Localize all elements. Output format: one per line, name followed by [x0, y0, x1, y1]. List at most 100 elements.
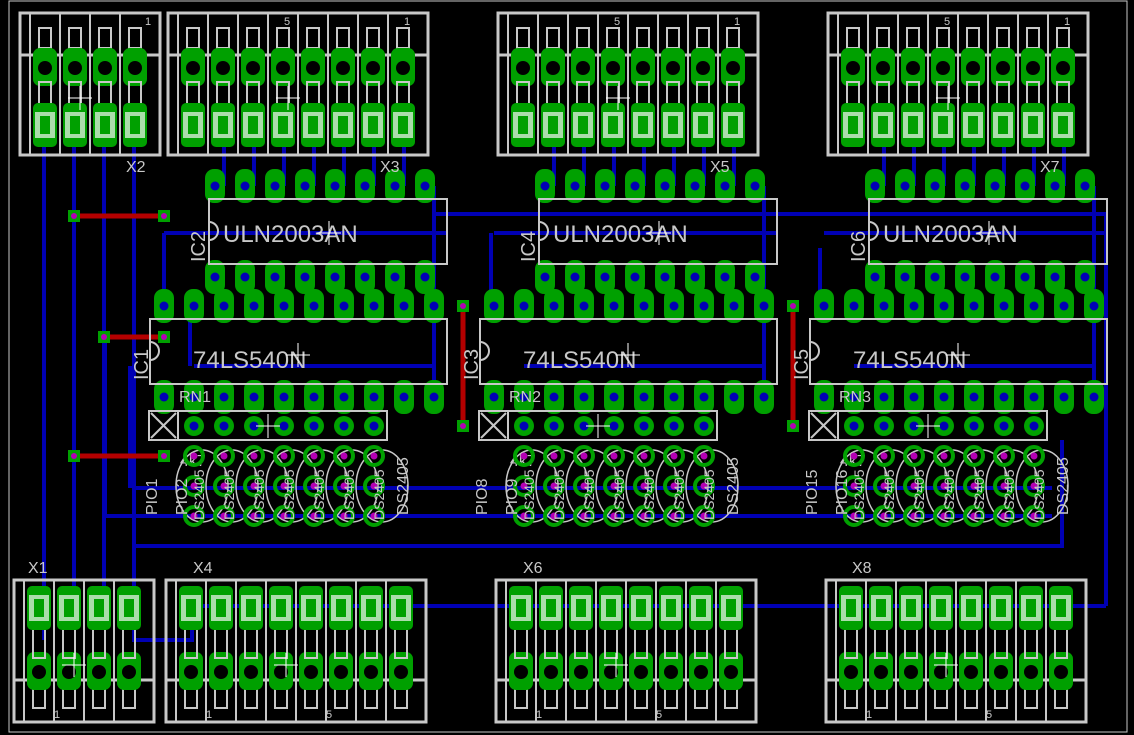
- ic-name-buffer: IC3: [461, 349, 483, 380]
- via: [790, 423, 796, 429]
- sensor-pio-label: PIO1: [144, 478, 161, 515]
- sensor-drill: [670, 482, 678, 490]
- ic-pad-drill: [990, 181, 1000, 191]
- connector-x1: 1: [12, 578, 156, 724]
- pad-center: [548, 116, 558, 134]
- ic-pad-drill: [420, 181, 430, 191]
- ic-name-buffer: IC5: [791, 349, 813, 380]
- ic-pad-drill: [690, 181, 700, 191]
- sensor-pad: [903, 505, 925, 527]
- resistor-pad-drill: [219, 421, 229, 431]
- pad-center: [308, 116, 318, 134]
- ic-pad-drill: [960, 181, 970, 191]
- sensor-drill: [850, 512, 858, 520]
- pad-center: [578, 116, 588, 134]
- ic-pad-drill: [159, 392, 169, 402]
- drill-hole: [724, 665, 738, 679]
- pad-center: [218, 116, 228, 134]
- ic-pad-drill: [309, 392, 319, 402]
- ic-pad-drill: [159, 301, 169, 311]
- ic-pad-drill: [570, 272, 580, 282]
- sensor-drill: [1000, 482, 1008, 490]
- ic-pad-drill: [750, 181, 760, 191]
- drill-hole: [38, 61, 52, 75]
- connector-label-x3: X3: [380, 159, 400, 176]
- sensor-drill: [1000, 512, 1008, 520]
- pad-center: [546, 599, 556, 617]
- pad-center: [34, 599, 44, 617]
- pin-number-label: 1: [206, 709, 212, 721]
- sensor-pad: [993, 445, 1015, 467]
- sensor-pad: [933, 505, 955, 527]
- pad-center: [216, 599, 226, 617]
- sensor-part-label: DS2405: [281, 469, 297, 520]
- drill-hole: [966, 61, 980, 75]
- sensor-pad: [243, 445, 265, 467]
- ic-pad-drill: [570, 181, 580, 191]
- drill-hole: [1056, 61, 1070, 75]
- pad-center: [306, 599, 316, 617]
- drill-hole: [544, 665, 558, 679]
- sensor-drill: [910, 482, 918, 490]
- ic-pad-drill: [930, 181, 940, 191]
- sensor-part-label: DS2405: [851, 469, 867, 520]
- resistor-pad-drill: [699, 421, 709, 431]
- ic-pad-drill: [489, 301, 499, 311]
- ic-pad-drill: [579, 301, 589, 311]
- sensor-part-label: DS2405: [671, 469, 687, 520]
- ic-value-driver: ULN2003AN: [883, 221, 1018, 248]
- pad-center: [516, 599, 526, 617]
- ic-pad-drill: [1059, 301, 1069, 311]
- ic-pad-drill: [309, 301, 319, 311]
- ic-value-buffer: 74LS540N: [523, 347, 636, 374]
- sensor-pio-label: PIO2: [174, 478, 191, 515]
- ic-pad-drill: [270, 181, 280, 191]
- ic-pad-drill: [399, 392, 409, 402]
- sensor-drill: [970, 512, 978, 520]
- pad-center: [1056, 599, 1066, 617]
- ic-pad-drill: [849, 301, 859, 311]
- resistor-network-name: RN1: [179, 389, 211, 406]
- drill-hole: [306, 61, 320, 75]
- ic-pad-drill: [429, 392, 439, 402]
- drill-hole: [62, 665, 76, 679]
- pad-center: [70, 116, 80, 134]
- sensor-part-label-main: DS2405: [725, 457, 742, 515]
- sensor-pad: [603, 475, 625, 497]
- sensor-pad: [693, 445, 715, 467]
- sensor-part-label: DS2405: [641, 469, 657, 520]
- sensor-pio-label: PIO8: [474, 478, 491, 515]
- ic-value-buffer: 74LS540N: [853, 347, 966, 374]
- ic-outline-driver: [208, 198, 448, 265]
- ic-notch: [208, 221, 219, 241]
- pin1-marker-cross: [150, 412, 177, 439]
- resistor-pad-drill: [669, 421, 679, 431]
- ic-pad-drill: [540, 181, 550, 191]
- ic-outline-buffer: [479, 318, 778, 385]
- sensor-pad: [183, 475, 205, 497]
- pin1-marker-cross: [810, 412, 837, 439]
- drill-hole: [334, 665, 348, 679]
- ic-pad-drill: [759, 392, 769, 402]
- pin-number-label: 5: [284, 16, 290, 28]
- ic-pad-drill: [1059, 392, 1069, 402]
- ic-pad-drill: [639, 392, 649, 402]
- ic-pad-drill: [930, 272, 940, 282]
- resistor-pad-drill: [609, 421, 619, 431]
- resistor-pad-drill: [969, 421, 979, 431]
- ic-name-driver: IC4: [518, 231, 540, 262]
- sensor-drill: [370, 512, 378, 520]
- pad-center: [278, 116, 288, 134]
- pin-number-label: 5: [326, 709, 332, 721]
- ic-pad-drill: [1020, 272, 1030, 282]
- ic-pad-drill: [879, 301, 889, 311]
- sensor-pad: [663, 475, 685, 497]
- via: [71, 453, 77, 459]
- ic-notch: [868, 221, 879, 241]
- ic-pad-drill: [279, 301, 289, 311]
- sensor-pad: [603, 505, 625, 527]
- sensor-drill: [700, 452, 708, 460]
- ic-outline-driver: [868, 198, 1108, 265]
- sensor-drill: [610, 452, 618, 460]
